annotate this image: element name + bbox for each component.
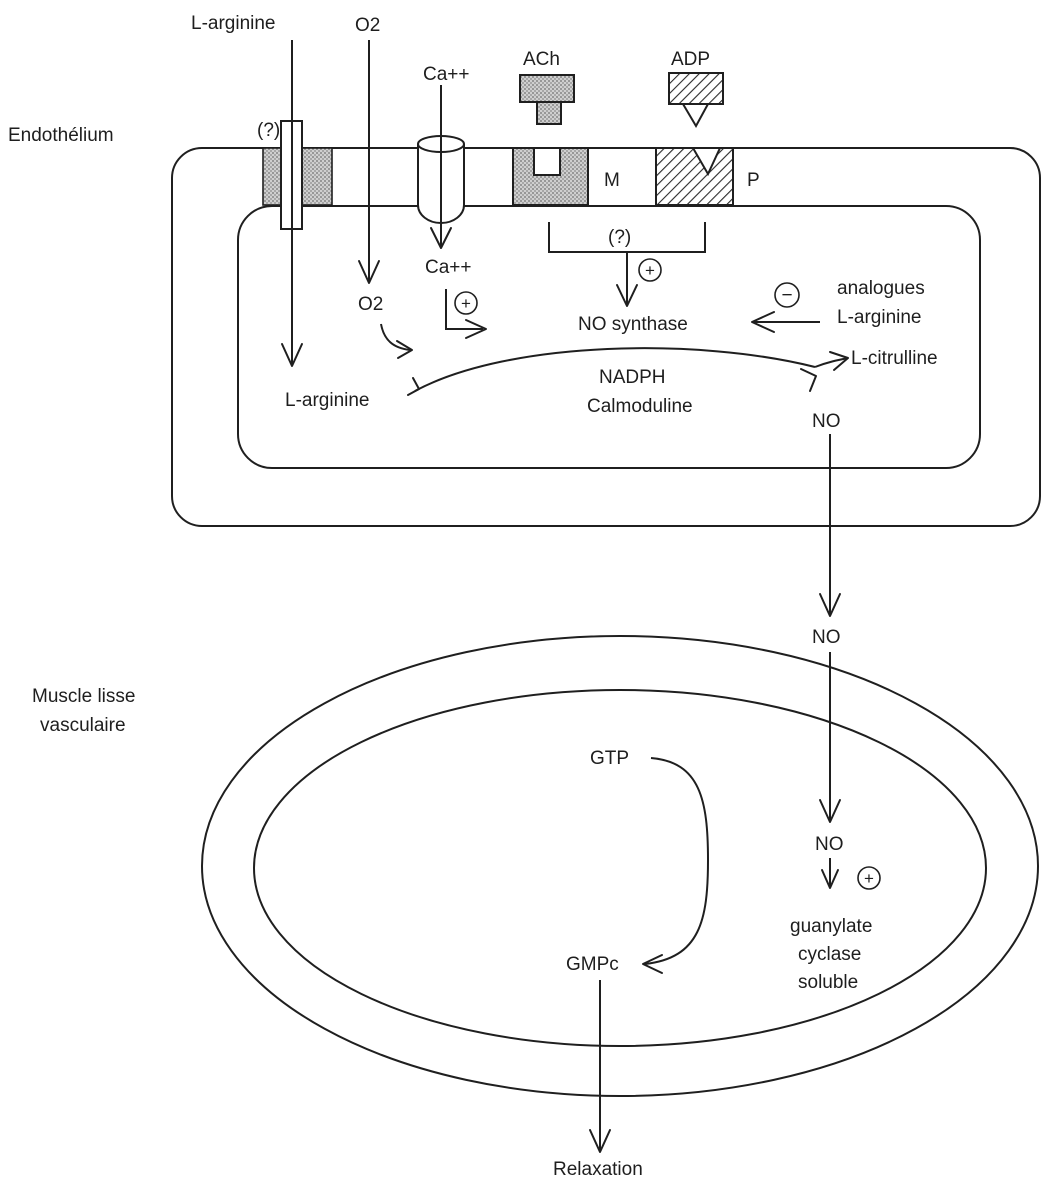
- endothelium-inner-membrane: [237, 205, 981, 469]
- no-muscle-label: NO: [815, 834, 844, 855]
- reaction-curve: [380, 323, 849, 396]
- receptor-plus-text: +: [645, 261, 655, 280]
- muscarinic-receptor: [512, 147, 589, 206]
- purinergic-receptor: [655, 147, 734, 206]
- channel-question-label: (?): [257, 120, 280, 141]
- receptor-plus-sign: [638, 258, 662, 282]
- endothelium-label: Endothélium: [8, 125, 114, 146]
- muscle-outer-membrane: [201, 635, 1039, 1097]
- o2-top-label: O2: [355, 15, 380, 36]
- endothelium-outer-membrane: [171, 147, 1041, 527]
- relaxation-label: Relaxation: [553, 1159, 643, 1180]
- receptor-bracket: [548, 222, 706, 307]
- no-diffusion-arrow-2: [819, 652, 841, 823]
- guanylate-activation-arrow: [821, 858, 881, 890]
- gtp-to-gmpc-curve: [642, 757, 710, 974]
- adp-label: ADP: [671, 49, 710, 70]
- calcium-plus-text: +: [461, 294, 471, 313]
- calcium-plus-sign: [454, 291, 478, 315]
- receptor-p-label: P: [747, 170, 760, 191]
- ca-top-label: Ca++: [423, 64, 469, 85]
- calcium-activation-arrow: [445, 289, 487, 339]
- guanylate-label-line3: soluble: [798, 972, 858, 993]
- l-arginine-uptake-arrow: [281, 40, 303, 367]
- analogues-label-line1: analogues: [837, 278, 925, 299]
- o2-inside-label: O2: [358, 294, 383, 315]
- receptor-m-label: M: [604, 170, 620, 191]
- muscle-label-line1: Muscle lisse: [32, 686, 135, 707]
- l-arginine-top-label: L-arginine: [191, 13, 276, 34]
- endothelial-cell: [171, 147, 1041, 527]
- ach-ligand: [519, 74, 575, 125]
- gtp-label: GTP: [590, 748, 629, 769]
- relaxation-arrow: [589, 980, 611, 1153]
- no-endothelium-label: NO: [812, 411, 841, 432]
- guanylate-plus-sign: [857, 866, 881, 890]
- l-arginine-inside-label: L-arginine: [285, 390, 370, 411]
- o2-uptake-arrow: [358, 40, 380, 284]
- inhibition-minus-sign: [774, 282, 800, 308]
- nadph-label: NADPH: [599, 367, 666, 388]
- adp-ligand: [668, 72, 724, 129]
- no-synthase-label: NO synthase: [578, 314, 688, 335]
- citrulline-exit-curve: [814, 357, 849, 368]
- l-citrulline-label: L-citrulline: [851, 348, 938, 369]
- muscle-label-line2: vasculaire: [40, 715, 126, 736]
- analogues-label-line2: L-arginine: [837, 307, 922, 328]
- guanylate-label-line1: guanylate: [790, 916, 872, 937]
- muscle-inner-membrane: [253, 689, 987, 1047]
- no-diffusion-arrow-1: [819, 434, 841, 617]
- ach-label: ACh: [523, 49, 560, 70]
- calmoduline-label: Calmoduline: [587, 396, 693, 417]
- calcium-influx-arrow: [430, 85, 452, 249]
- gmpc-label: GMPc: [566, 954, 619, 975]
- guanylate-label-line2: cyclase: [798, 944, 861, 965]
- bracket-question-label: (?): [608, 227, 631, 248]
- no-between-label: NO: [812, 627, 841, 648]
- ca-inside-label: Ca++: [425, 257, 471, 278]
- smooth-muscle-cell: [201, 635, 1039, 1097]
- o2-entry-curve: [380, 323, 411, 351]
- analogues-inhibition-arrow: [751, 282, 820, 333]
- guanylate-plus-text: +: [864, 869, 874, 888]
- inhibition-minus-text: −: [781, 285, 792, 306]
